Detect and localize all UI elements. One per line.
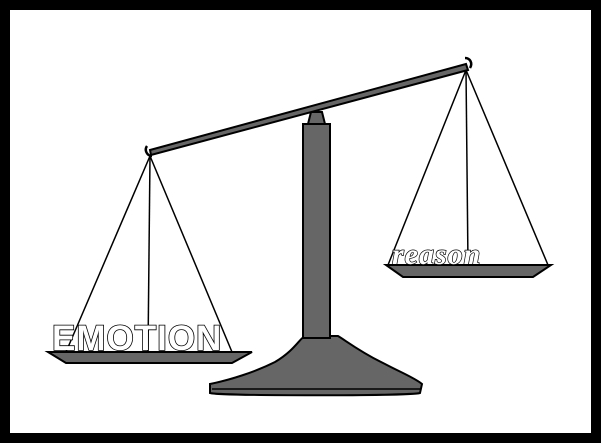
scale-pillar [303,124,330,338]
right-pan-label: reason [392,238,481,271]
left-pan-label: EMOTION [52,319,222,358]
scale-base [210,336,422,395]
right-pan-strings [388,70,548,265]
scale-pivot [308,112,325,124]
